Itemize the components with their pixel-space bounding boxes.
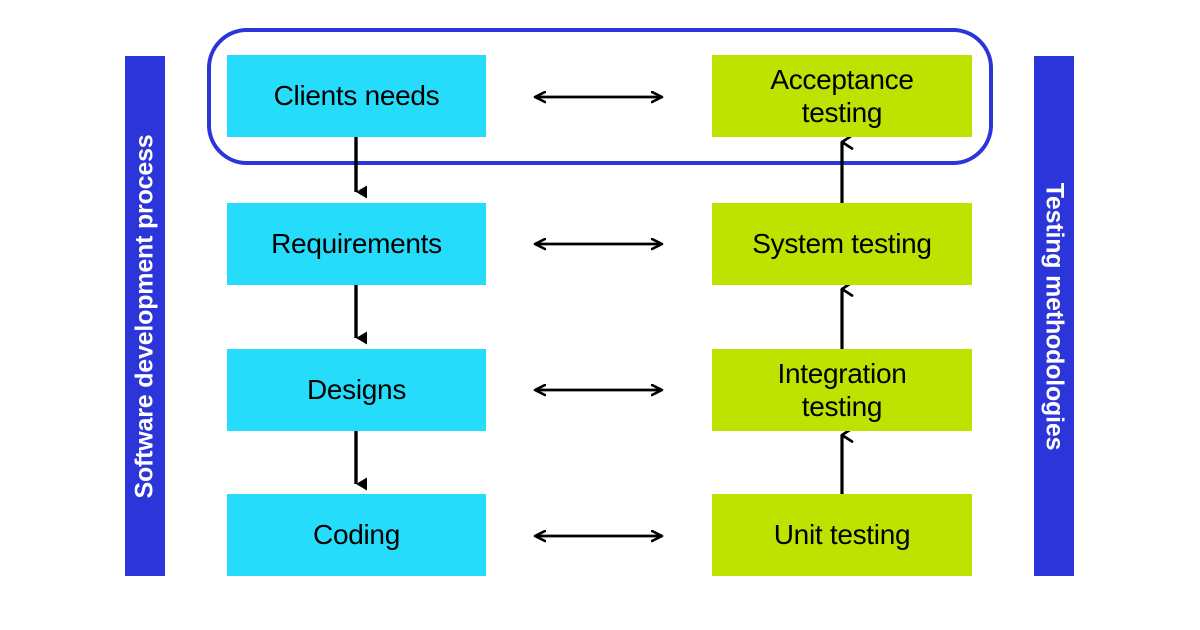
banner-software-development-process: Software development process <box>125 56 165 576</box>
node-testing-system[interactable]: System testing <box>712 203 972 285</box>
node-development-clients-needs[interactable]: Clients needs <box>227 55 486 137</box>
node-label: System testing <box>752 228 932 260</box>
node-label: Requirements <box>271 228 442 260</box>
node-testing-unit[interactable]: Unit testing <box>712 494 972 576</box>
highlight-outline-row-1 <box>207 28 993 165</box>
node-development-requirements[interactable]: Requirements <box>227 203 486 285</box>
node-label: Coding <box>313 519 400 551</box>
node-development-designs[interactable]: Designs <box>227 349 486 431</box>
banner-right-label: Testing methodologies <box>1040 182 1069 450</box>
banner-testing-methodologies: Testing methodologies <box>1034 56 1074 576</box>
banner-left-label: Software development process <box>130 134 159 498</box>
node-development-coding[interactable]: Coding <box>227 494 486 576</box>
node-label: Unit testing <box>773 519 911 551</box>
node-label: Clients needs <box>273 80 440 112</box>
node-label: Designs <box>306 374 407 406</box>
